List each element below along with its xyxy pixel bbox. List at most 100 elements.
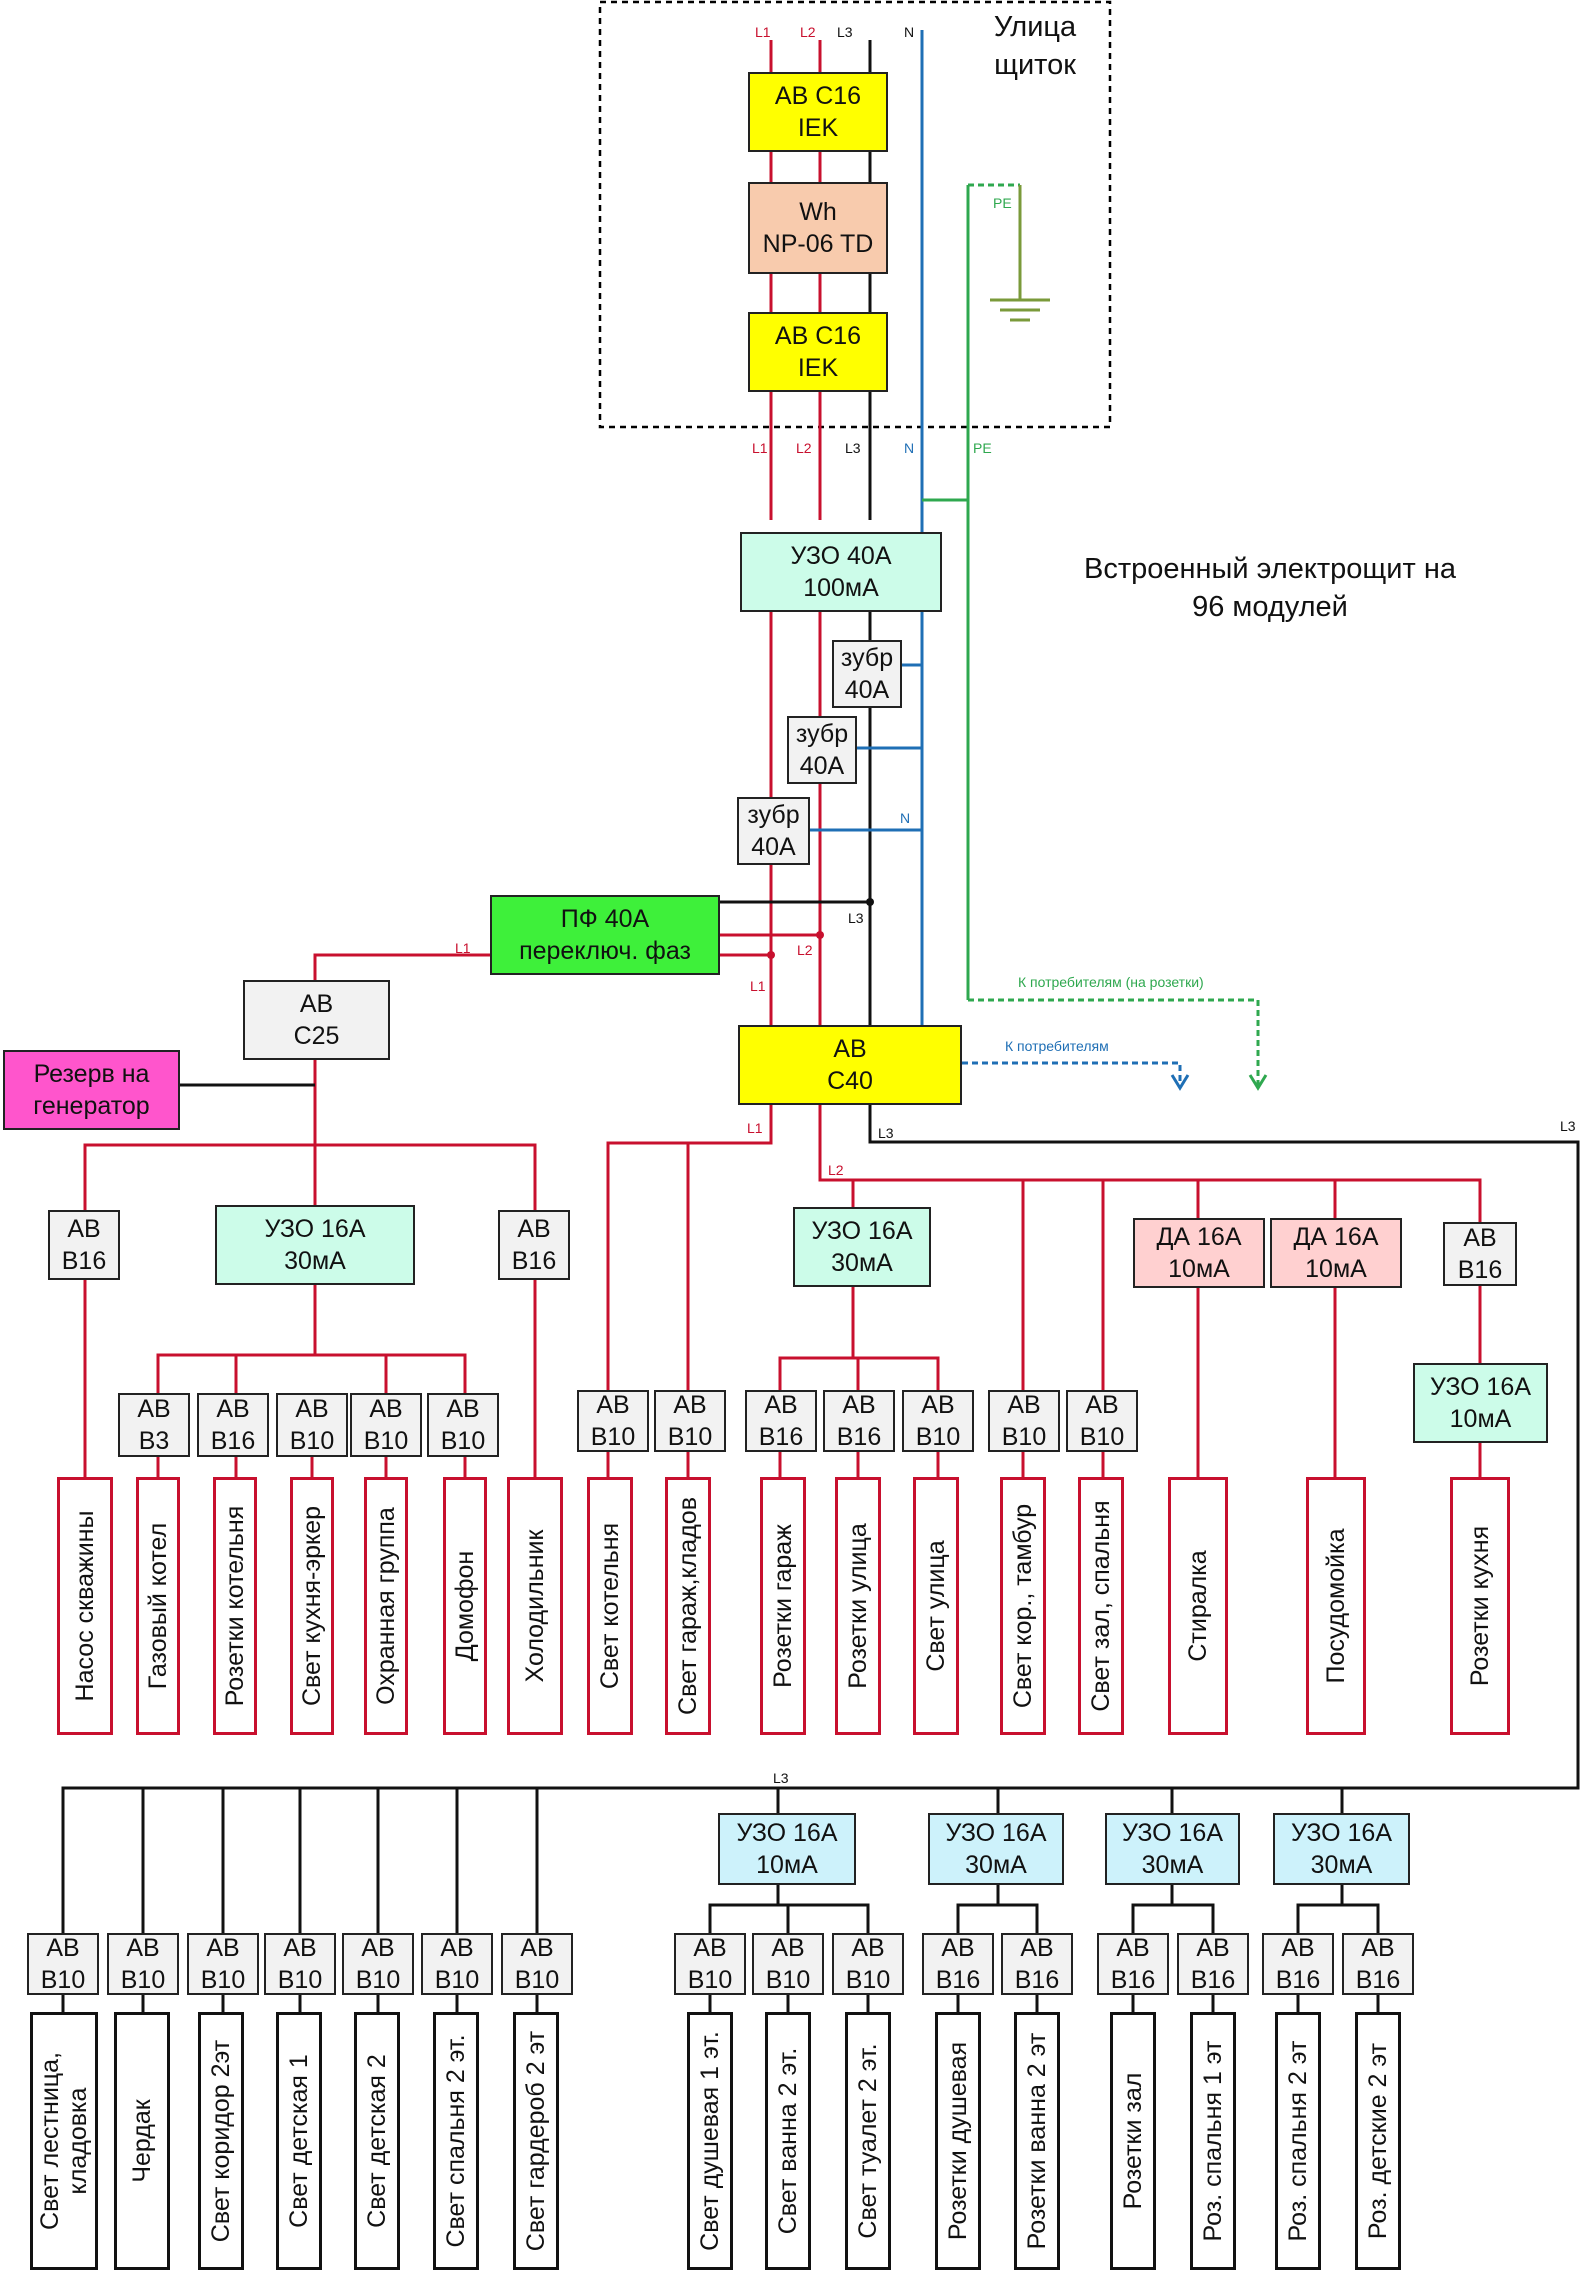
uzo-16-30-hall-sockets: УЗО 16А 30мА: [1105, 1813, 1240, 1885]
consumer-label-line2: кладовка: [64, 2087, 92, 2195]
consumer-label: Насос скважины: [71, 1510, 99, 1702]
wire-label-N-mid: N: [900, 810, 911, 826]
da-line2: 10мА: [1168, 1255, 1230, 1283]
breaker-line2: В16: [1457, 1256, 1503, 1284]
uzo-line2: 10мА: [1449, 1405, 1512, 1433]
relay-3-line2: 40А: [844, 676, 890, 704]
consumer-label: Свет лестница,кладовка: [36, 2015, 92, 2267]
consumer-label: Свет гардероб 2 эт: [522, 2030, 550, 2252]
consumer-label-line1: Свет лестница,: [36, 2052, 64, 2230]
uzo-line1: УЗО 16А: [811, 1217, 913, 1245]
breaker-b10-corridor-light: АВ В10: [988, 1390, 1060, 1452]
phase-switch-line1: ПФ 40А: [560, 905, 650, 933]
breaker-b10-kids2: АВ В10: [342, 1933, 414, 1995]
electricity-meter: Wh NP-06 TD: [748, 182, 888, 274]
uzo-16-30-L1: УЗО 16А 30мА: [215, 1205, 415, 1285]
generator-reserve: Резерв на генератор: [3, 1050, 180, 1130]
street-breaker-bottom-line1: АВ С16: [774, 322, 862, 350]
consumer-toilet-light: Свет туалет 2 эт.: [845, 2012, 891, 2270]
wire-label-L3-c40: L3: [878, 1125, 894, 1141]
breaker-line2: В10: [289, 1427, 335, 1455]
breaker-line2: В16: [61, 1247, 107, 1275]
generator-line1: Резерв на: [33, 1060, 150, 1088]
breaker-line1: АВ: [1361, 1934, 1395, 1962]
breaker-b16-boiler-sockets: АВ В16: [197, 1393, 269, 1457]
breaker-line1: АВ: [295, 1395, 329, 1423]
relay-2-line2: 40А: [799, 752, 845, 780]
breaker-line1: АВ: [283, 1934, 317, 1962]
consumer-label: Холодильник: [521, 1529, 549, 1683]
consumer-shower-light: Свет душевая 1 эт.: [687, 2012, 733, 2270]
wire-label-PE-inside: PE: [993, 195, 1012, 211]
wire-label-L3-bottom: L3: [773, 1770, 789, 1786]
consumer-label: Роз. детские 2 эт: [1364, 2042, 1392, 2240]
breaker-c25-line2: С25: [293, 1022, 340, 1050]
breaker-line1: АВ: [693, 1934, 727, 1962]
consumer-corridor-light: Свет кор., тамбур: [1000, 1477, 1046, 1735]
breaker-line2: В10: [363, 1427, 409, 1455]
wire-label-L3-pf: L3: [848, 910, 864, 926]
uzo-line2: 30мА: [1310, 1851, 1373, 1879]
breaker-line2: В3: [138, 1427, 170, 1455]
breaker-b10-security: АВ В10: [350, 1393, 422, 1457]
consumer-label: Свет гараж,кладов: [674, 1497, 702, 1715]
consumer-hall-sockets: Розетки зал: [1110, 2012, 1156, 2270]
uzo-line2: 30мА: [284, 1247, 346, 1275]
consumer-label: Чердак: [128, 2099, 156, 2183]
breaker-line1: АВ: [517, 1215, 551, 1243]
main-uzo-line1: УЗО 40А: [790, 542, 892, 570]
wire-label-N-top: N: [904, 24, 915, 40]
breaker-line2: В16: [210, 1427, 256, 1455]
consumer-label: Свет кор., тамбур: [1009, 1503, 1037, 1709]
breaker-line2: В10: [120, 1966, 166, 1994]
wire-label-L2-c40: L2: [828, 1162, 844, 1178]
consumer-label: Охранная группа: [372, 1507, 400, 1705]
street-box-title-line2: щиток: [994, 49, 1076, 81]
consumer-kids1-light: Свет детская 1: [276, 2012, 322, 2270]
relay-3-line1: зубр: [840, 644, 894, 672]
breaker-line1: АВ: [921, 1391, 955, 1419]
uzo-16-30-L2: УЗО 16А 30мА: [793, 1207, 931, 1287]
breaker-line1: АВ: [369, 1395, 403, 1423]
breaker-line1: АВ: [1085, 1391, 1119, 1419]
breaker-line1: АВ: [520, 1934, 554, 1962]
relay-2-line1: зубр: [795, 720, 849, 748]
breaker-b16-hall-sockets: АВ В16: [1097, 1933, 1169, 1995]
breaker-line2: В10: [434, 1966, 480, 1994]
da-dishwasher: ДА 16А 10мА: [1270, 1218, 1402, 1288]
consumer-label: Свет душевая 1 эт.: [696, 2031, 724, 2251]
consumer-label: Розетки котельня: [221, 1505, 249, 1707]
da-line2: 10мА: [1305, 1255, 1367, 1283]
breaker-c40-line1: АВ: [833, 1035, 867, 1063]
uzo-16-10-kitchen: УЗО 16А 10мА: [1413, 1363, 1548, 1443]
consumer-kitchen-bay-light: Свет кухня-эркер: [290, 1477, 334, 1735]
meter-line1: Wh: [799, 198, 837, 226]
breaker-line2: В16: [935, 1966, 981, 1994]
breaker-line2: В10: [845, 1966, 891, 1994]
breaker-b16-kids-sockets: АВ В16: [1342, 1933, 1414, 1995]
uzo-line2: 30мА: [1141, 1851, 1204, 1879]
consumer-label: Свет спальня 2 эт.: [442, 2034, 470, 2248]
consumer-bedroom2-sockets: Роз. спальня 2 эт: [1275, 2012, 1321, 2270]
street-breaker-top-line2: IEK: [797, 114, 839, 142]
voltage-relay-2: зубр 40А: [787, 716, 857, 784]
uzo-line2: 10мА: [756, 1851, 818, 1879]
breaker-line1: АВ: [1196, 1934, 1230, 1962]
consumer-garage-storage-light: Свет гараж,кладов: [665, 1477, 711, 1735]
breaker-line2: В10: [1079, 1423, 1125, 1451]
wire-label-PE-out: PE: [973, 440, 992, 456]
consumer-bath-sockets: Розетки ванна 2 эт: [1014, 2012, 1060, 2270]
consumer-label: Свет улица: [922, 1540, 950, 1672]
breaker-line1: АВ: [673, 1391, 707, 1419]
consumer-kitchen-sockets: Розетки кухня: [1450, 1477, 1510, 1735]
consumer-label: Роз. спальня 2 эт: [1284, 2040, 1312, 2242]
wire-label-L1-c40: L1: [747, 1120, 763, 1136]
breaker-line1: АВ: [941, 1934, 975, 1962]
breaker-line2: В10: [1001, 1423, 1047, 1451]
main-uzo: УЗО 40А 100мА: [740, 532, 942, 612]
consumer-label: Розетки кухня: [1466, 1525, 1494, 1687]
consumer-label: Домофон: [451, 1550, 479, 1662]
consumer-wardrobe-light: Свет гардероб 2 эт: [513, 2012, 559, 2270]
breaker-b16-pump: АВ В16: [48, 1210, 120, 1280]
uzo-line1: УЗО 16А: [736, 1819, 838, 1847]
